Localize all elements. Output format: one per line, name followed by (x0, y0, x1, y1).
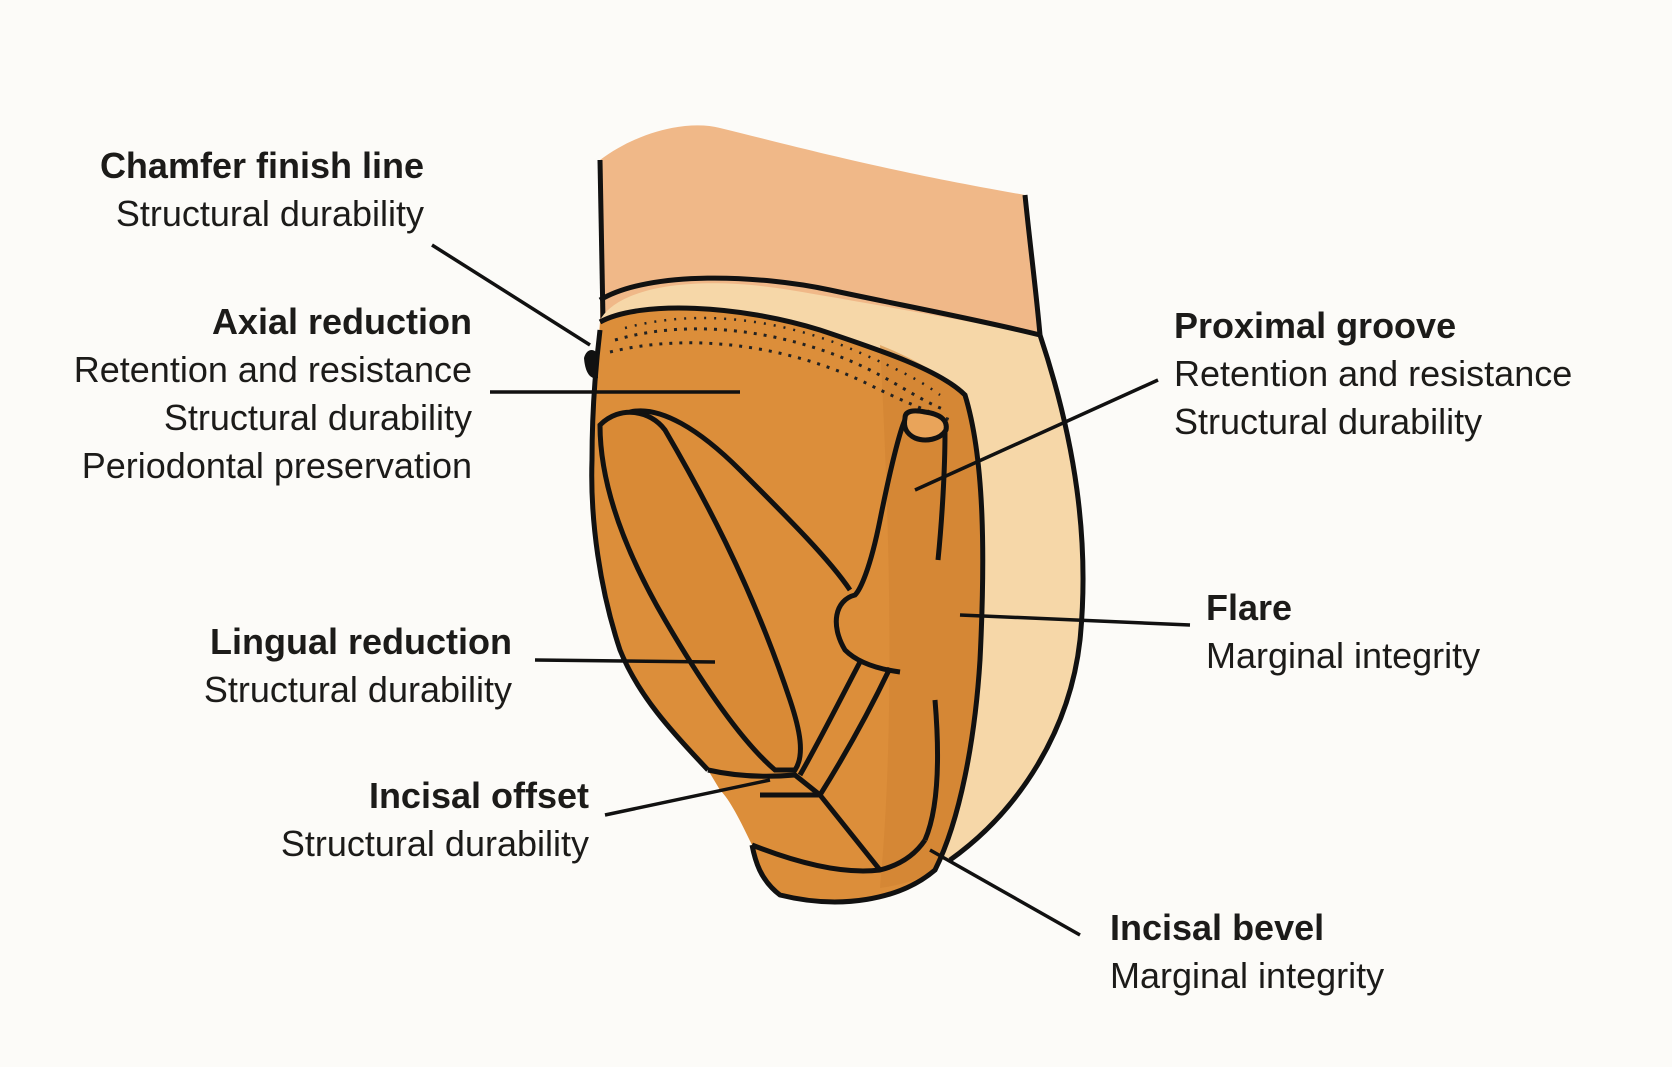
tooth-cervical-region (600, 125, 1040, 335)
proximal-groove-shape (833, 418, 908, 675)
label-line: Structural durability (1174, 401, 1483, 442)
label-title: Axial reduction (211, 301, 472, 342)
incisal-bevel-facet (751, 838, 928, 874)
label-flare: Flare Marginal integrity (1206, 584, 1480, 680)
label-line: Structural durability (203, 669, 512, 710)
tooth-outline-right (1022, 194, 1043, 336)
tooth-outline-facial (948, 334, 1086, 863)
proximal-groove-cap (902, 408, 949, 443)
leader-incisal-offset (604, 778, 771, 817)
label-line: Marginal integrity (1206, 635, 1481, 676)
chamfer-notch (584, 350, 598, 379)
leader-proximal (914, 378, 1159, 492)
label-title: Proximal groove (1174, 305, 1457, 346)
incisal-facet-line-1 (797, 660, 863, 777)
label-proximal-groove: Proximal groove Retention and resistance… (1174, 302, 1572, 446)
leader-chamfer (431, 243, 591, 347)
preparation-outline (598, 305, 986, 905)
label-line: Structural durability (115, 193, 424, 234)
cemento-enamel-junction (598, 275, 1041, 338)
prepared-surface-shadow (880, 345, 983, 888)
incisal-bevel-line (818, 793, 882, 872)
label-title: Chamfer finish line (99, 145, 424, 186)
label-line: Structural durability (163, 397, 472, 438)
lingual-reduction-facet (597, 409, 803, 773)
leader-lingual (534, 658, 716, 664)
label-title: Incisal offset (368, 775, 589, 816)
proximal-groove-line-right (935, 431, 948, 561)
leader-flare (959, 613, 1191, 627)
leader-incisal-bevel (929, 848, 1081, 937)
label-title: Flare (1206, 587, 1293, 628)
label-incisal-offset: Incisal offset Structural durability (281, 772, 589, 868)
incisal-facet-line-2 (817, 666, 893, 797)
label-line: Retention and resistance (1174, 353, 1573, 394)
prepared-surface (591, 308, 983, 902)
label-line: Marginal integrity (1110, 955, 1385, 996)
incisal-offset-ledge (707, 767, 822, 797)
incisal-right-line (922, 699, 941, 841)
label-chamfer-finish-line: Chamfer finish line Structural durabilit… (100, 142, 424, 238)
label-line: Structural durability (280, 823, 589, 864)
label-title: Incisal bevel (1110, 907, 1325, 948)
label-title: Lingual reduction (210, 621, 512, 662)
tooth-outline-left (597, 159, 606, 321)
preparation-outline-left (589, 329, 710, 772)
label-axial-reduction: Axial reduction Retention and resistance… (74, 298, 472, 490)
label-line: Periodontal preservation (81, 445, 472, 486)
label-incisal-bevel: Incisal bevel Marginal integrity (1110, 904, 1384, 1000)
label-line: Retention and resistance (73, 349, 472, 390)
label-lingual-reduction: Lingual reduction Structural durability (204, 618, 512, 714)
chamfer-dotted-line-2 (609, 341, 951, 422)
lingual-inner-facet (629, 408, 853, 592)
